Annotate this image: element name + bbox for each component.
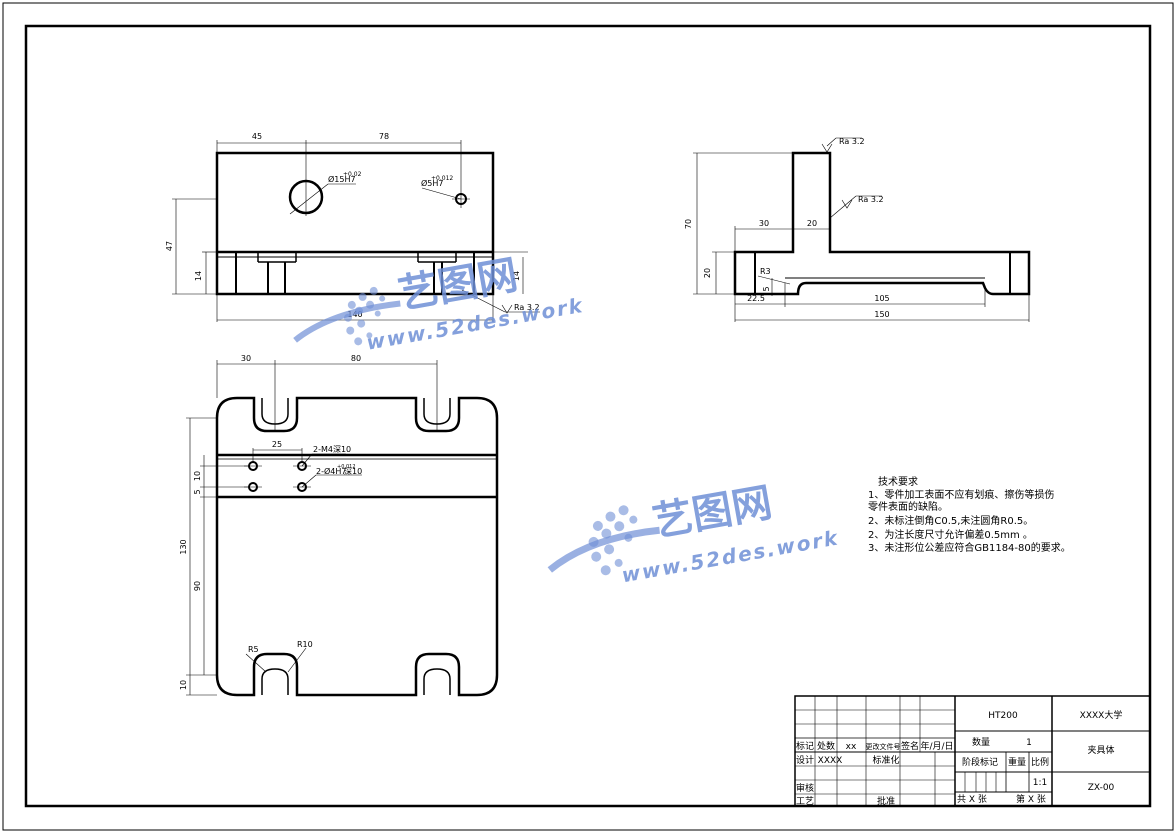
front-dim-78: 78 [379,132,389,141]
hdr-mark: 标记 [796,740,814,752]
top-radius-r5: R5 [248,645,259,654]
pin-hole-tolerance: +0.012 [337,464,356,470]
pin-hole-label: 2-Ø4H7 [316,466,346,476]
bore-5-tolerance: +0.012 [431,175,453,182]
front-roughness-label: Ra 3.2 [514,303,540,312]
process-label: 工艺 [796,796,814,807]
hdr-sign: 签名 [901,740,919,752]
drawing-number: ZX-00 [1088,783,1115,793]
front-dim-14-left: 14 [194,271,203,281]
quantity-value: 1 [1026,738,1032,748]
tech-req-line-2: 零件表面的缺陷。 [868,500,948,513]
technical-requirements: 技术要求 1、零件加工表面不应有划痕、擦伤等损伤 零件表面的缺陷。 2、未标注倒… [868,475,1071,554]
title-block [794,695,1151,807]
bore-5-label: Ø5H7 [421,178,444,188]
design-label: 设计 [796,754,814,766]
stage-mark-label: 阶段标记 [962,756,998,768]
thread-m4-label: 2-M4深10 [313,445,351,454]
standard-label: 标准化 [872,754,899,766]
top-dim-90: 90 [193,581,202,591]
watermark-1: 艺图网 www.52des.work [293,252,586,355]
top-dim-130: 130 [179,539,188,554]
hdr-xx: xx [846,742,857,752]
top-view [186,360,499,697]
bore-15-tolerance: +0.02 [343,171,362,178]
hdr-place: 处数 [817,740,835,752]
review-label: 审核 [796,782,814,794]
top-view-labels: 30 80 25 10 5 130 90 10 R5 R10 2-M4深10 2… [179,354,362,690]
side-roughness-top: Ra 3.2 [839,137,865,146]
side-view [693,137,1031,322]
part-name: 夹具体 [1087,744,1114,756]
watermark-2: 艺图网 www.52des.work [547,480,841,587]
top-dim-5: 5 [193,489,202,494]
top-dim-10-bottom: 10 [179,680,188,690]
top-dim-80: 80 [351,354,361,363]
tech-req-line-3: 2、未标注倒角C0.5,未注圆角R0.5。 [868,514,1033,527]
tech-req-title: 技术要求 [878,475,918,488]
title-block-text: HT200 XXXX大学 夹具体 ZX-00 数量 1 阶段标记 重量 比例 1… [796,709,1122,807]
side-dim-5: 5 [762,286,771,291]
top-dim-30: 30 [241,354,251,363]
weight-label: 重量 [1008,756,1026,768]
side-view-labels: 70 30 20 20 R3 5 22.5 105 150 Ra 3.2 Ra … [684,137,890,319]
scale-label: 比例 [1031,756,1049,768]
sheets-total: 共 X 张 [957,794,987,805]
scale-value: 1:1 [1033,778,1047,788]
side-dim-30: 30 [759,219,769,228]
top-radius-r10: R10 [297,640,313,649]
side-dim-22-5: 22.5 [747,294,765,303]
pin-hole-depth: 深10 [344,467,362,476]
approve-label: 批准 [877,795,895,807]
material-value: HT200 [988,711,1018,721]
side-dim-70: 70 [684,219,693,229]
watermark-brand-2: 艺图网 [649,480,775,546]
sheet-number: 第 X 张 [1016,793,1046,805]
school-name: XXXX大学 [1080,709,1123,721]
side-dim-105: 105 [874,294,889,303]
top-dim-10: 10 [193,471,202,481]
front-dim-14-right: 14 [512,271,521,281]
inner-frame [24,24,1152,808]
side-dim-150: 150 [874,310,889,319]
front-dim-45: 45 [252,132,262,141]
side-dim-20-left: 20 [703,268,712,278]
top-dim-25: 25 [272,440,282,449]
tech-req-line-5: 3、未注形位公差应符合GB1184-80的要求。 [868,541,1071,554]
side-radius-r3: R3 [760,267,771,276]
hdr-date: 年/月/日 [920,740,953,752]
side-roughness-mid: Ra 3.2 [858,195,884,204]
side-dim-20-top: 20 [807,219,817,228]
designer-name: XXXX [818,756,843,766]
quantity-label: 数量 [972,736,990,748]
hdr-doc-no: 更改文件号 [866,742,901,751]
bore-15-label: Ø15H7 [328,174,356,184]
front-view [172,140,540,322]
tech-req-line-1: 1、零件加工表面不应有划痕、擦伤等损伤 [868,488,1054,501]
tech-req-line-4: 2、为注长度尺寸允许偏差0.5mm 。 [868,528,1033,541]
watermark-url-2: www.52des.work [620,525,841,587]
front-dim-47: 47 [165,241,174,251]
